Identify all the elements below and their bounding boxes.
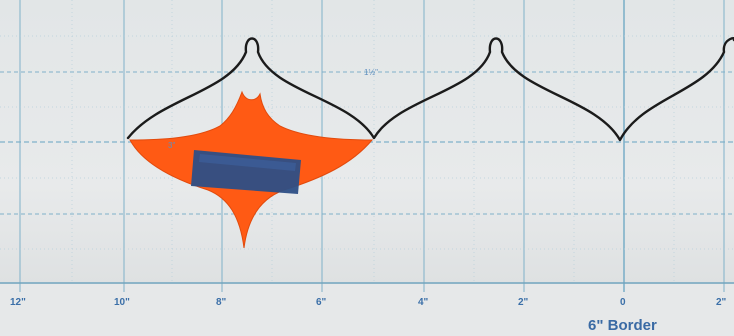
ruler-bottom-strip <box>0 282 734 336</box>
ruler-tick: 6" <box>316 297 327 308</box>
ruler-tick: 10" <box>114 297 130 308</box>
ruler-tick: 2" <box>518 297 529 308</box>
width-label: 3" <box>168 141 175 150</box>
ruler-ticks: 12" 10" 8" 6" 4" 2" 0 2" <box>10 297 727 308</box>
height-label: 1½" <box>364 68 378 77</box>
ruler-tick: 12" <box>10 297 26 308</box>
ruler-tick: 4" <box>418 297 429 308</box>
border-caption: 6" Border <box>588 317 657 334</box>
ruler-tick: 8" <box>216 297 227 308</box>
ruler-tick: 2" <box>716 297 727 308</box>
ruler-tick: 0 <box>620 297 626 308</box>
blue-tape-sheen <box>199 154 296 171</box>
border-outline <box>126 37 734 142</box>
